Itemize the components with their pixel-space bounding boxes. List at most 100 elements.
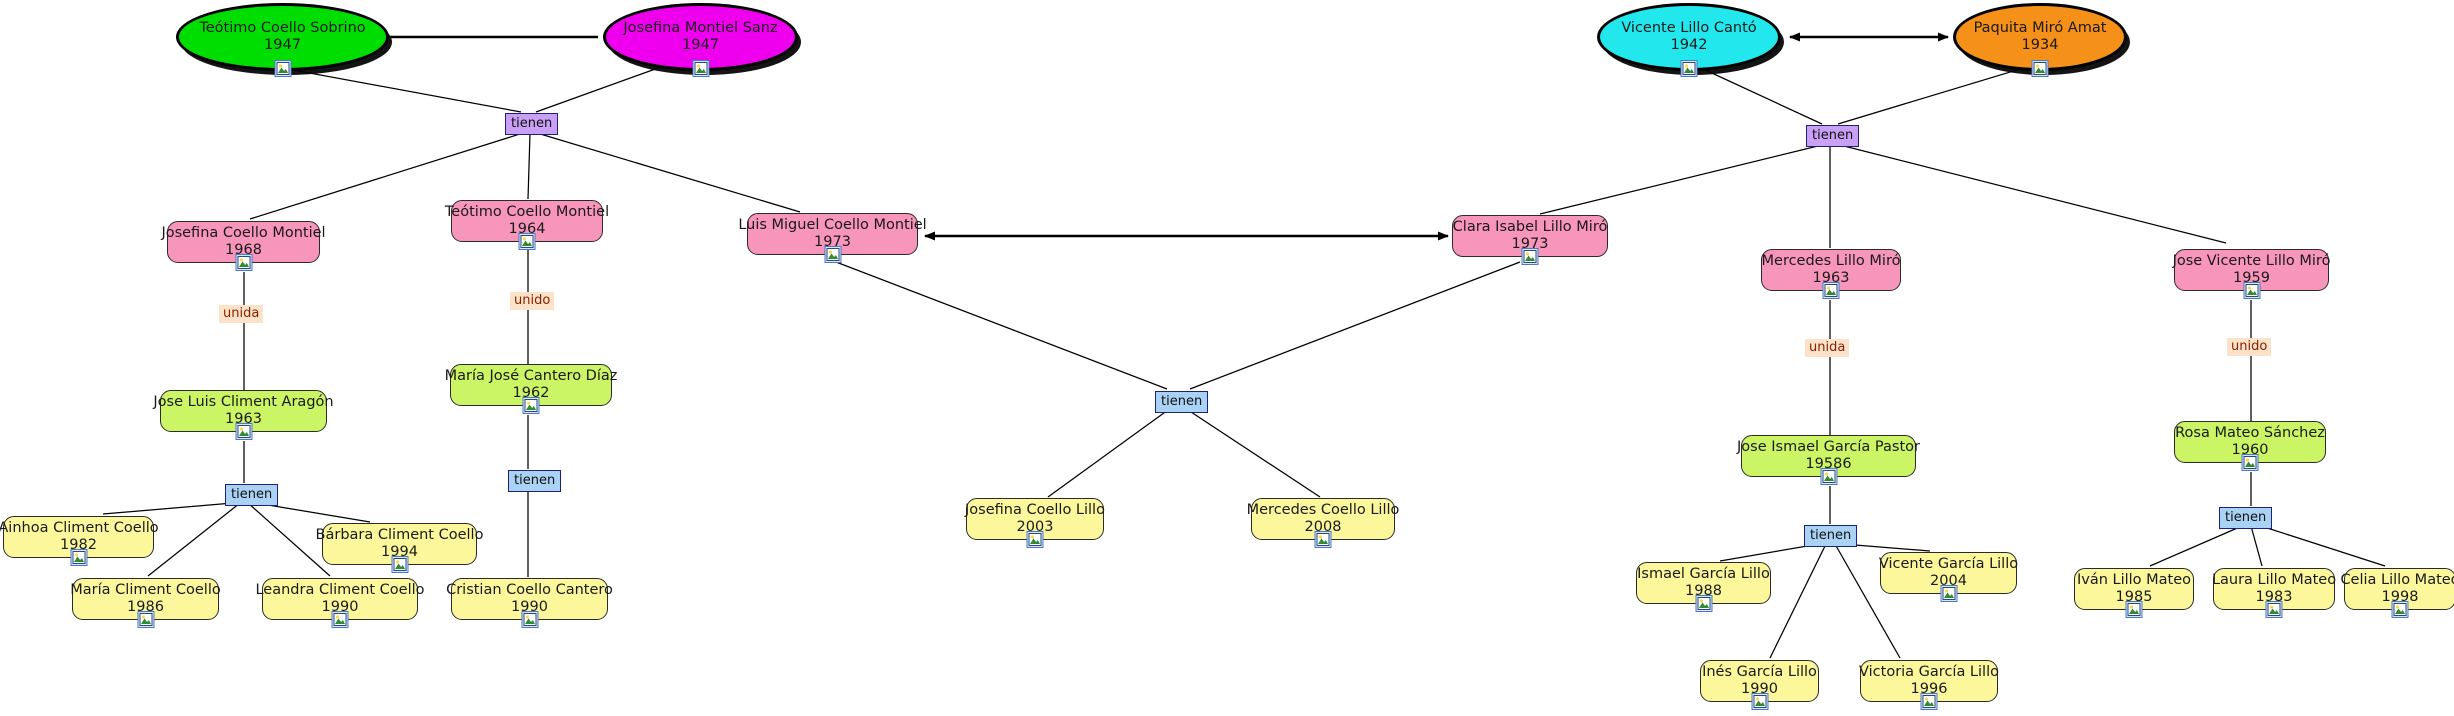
person-name: Inés García Lillo bbox=[1702, 663, 1817, 680]
photo-icon[interactable] bbox=[1026, 531, 1044, 548]
photo-icon[interactable] bbox=[521, 611, 538, 628]
person-year: 1942 bbox=[1670, 37, 1708, 53]
photo-icon[interactable] bbox=[2243, 282, 2260, 299]
relation-label-unido[interactable]: unido bbox=[510, 292, 555, 310]
photo-icon[interactable] bbox=[824, 246, 841, 263]
person-name: Teótimo Coello Sobrino bbox=[199, 19, 366, 36]
photo-icon[interactable] bbox=[692, 60, 709, 77]
person-year: 1962 bbox=[512, 385, 550, 401]
person-year: 1960 bbox=[2231, 442, 2269, 458]
person-name: Leandra Climent Coello bbox=[255, 581, 425, 598]
person-name: Paquita Miró Amat bbox=[1973, 19, 2107, 36]
relation-label-unida[interactable]: unida bbox=[1805, 339, 1850, 357]
person-year: 2004 bbox=[1930, 573, 1967, 589]
photo-icon[interactable] bbox=[331, 611, 349, 628]
person-year: 1963 bbox=[225, 411, 262, 427]
relation-label-tienen[interactable]: tienen bbox=[1806, 125, 1860, 147]
photo-icon[interactable] bbox=[2125, 601, 2143, 618]
person-year: 1947 bbox=[264, 37, 301, 53]
photo-icon[interactable] bbox=[2241, 454, 2259, 471]
person-year: 1988 bbox=[1685, 583, 1722, 599]
relation-label-unida[interactable]: unida bbox=[219, 305, 264, 323]
photo-icon[interactable] bbox=[1940, 585, 1957, 602]
person-name: María Climent Coello bbox=[70, 581, 221, 598]
photo-icon[interactable] bbox=[518, 233, 536, 250]
person-year: 1983 bbox=[2255, 589, 2293, 605]
relation-label-tienen[interactable]: tienen bbox=[508, 470, 562, 492]
relation-label-tienen[interactable]: tienen bbox=[1804, 525, 1858, 547]
photo-icon[interactable] bbox=[1695, 595, 1712, 612]
photo-icon[interactable] bbox=[1820, 468, 1837, 485]
photo-icon[interactable] bbox=[1822, 282, 1840, 299]
photo-icon[interactable] bbox=[1751, 693, 1768, 710]
photo-icon[interactable] bbox=[2391, 601, 2409, 618]
person-name: Cristian Coello Cantero bbox=[446, 581, 613, 598]
photo-icon[interactable] bbox=[235, 254, 252, 271]
person-year: 1973 bbox=[1511, 236, 1549, 252]
person-name: María José Cantero Díaz bbox=[444, 367, 618, 384]
photo-icon[interactable] bbox=[2265, 601, 2283, 618]
photo-icon[interactable] bbox=[274, 60, 291, 77]
person-year: 1996 bbox=[1910, 681, 1948, 697]
photo-icon[interactable] bbox=[2031, 60, 2049, 77]
photo-icon[interactable] bbox=[1521, 248, 1539, 265]
person-name: Jose Vicente Lillo Miró bbox=[2172, 252, 2331, 269]
person-year: 1990 bbox=[1741, 681, 1778, 697]
photo-icon[interactable] bbox=[522, 397, 540, 414]
photo-icon[interactable] bbox=[391, 556, 408, 573]
person-name: Mercedes Coello Lillo bbox=[1246, 501, 1400, 518]
person-name: Teótimo Coello Montiel bbox=[444, 203, 610, 220]
relation-label-tienen[interactable]: tienen bbox=[1155, 391, 1209, 413]
person-year: 1982 bbox=[60, 537, 97, 553]
relation-label-tienen[interactable]: tienen bbox=[505, 113, 559, 135]
relation-label-tienen[interactable]: tienen bbox=[225, 484, 279, 506]
person-name: Vicente Lillo Cantó bbox=[1621, 19, 1757, 36]
relation-label-tienen[interactable]: tienen bbox=[2219, 507, 2273, 529]
person-name: Jose Ismael García Pastor bbox=[1737, 438, 1920, 455]
person-name: Clara Isabel Lillo Miró bbox=[1452, 218, 1608, 235]
person-year: 1994 bbox=[381, 544, 418, 560]
photo-icon[interactable] bbox=[235, 423, 252, 440]
person-year: 1986 bbox=[127, 599, 164, 615]
photo-icon[interactable] bbox=[137, 611, 154, 628]
photo-icon[interactable] bbox=[70, 549, 87, 566]
person-year: 19586 bbox=[1805, 456, 1852, 472]
relation-label-unido[interactable]: unido bbox=[2227, 338, 2272, 356]
photo-icon[interactable] bbox=[1920, 693, 1938, 710]
photo-icon[interactable] bbox=[1680, 60, 1698, 77]
person-year: 1990 bbox=[321, 599, 359, 615]
person-year: 1968 bbox=[225, 242, 262, 258]
photo-icon[interactable] bbox=[1314, 531, 1332, 548]
person-name: Iván Lillo Mateo bbox=[2076, 571, 2192, 588]
person-year: 1973 bbox=[814, 234, 851, 250]
